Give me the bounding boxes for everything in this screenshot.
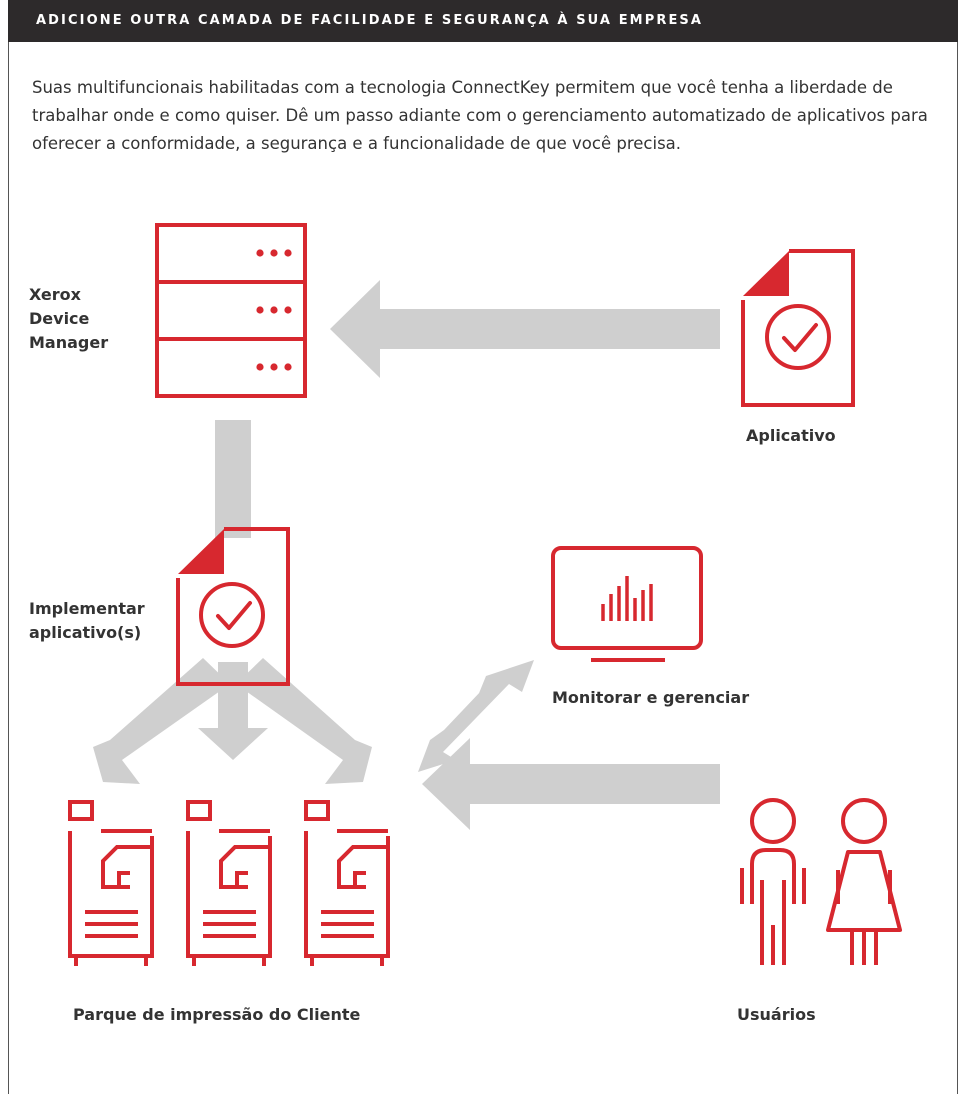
- intro-paragraph: Suas multifuncionais habilitadas com a t…: [32, 78, 928, 153]
- user-female-icon: [826, 798, 902, 965]
- arrow-monitor-fleet-bidirectional: [418, 660, 534, 772]
- fleet-label: Parque de impressão do Cliente: [73, 1005, 361, 1024]
- arrow-app-to-manager: [330, 280, 720, 378]
- arrow-deploy-to-fleet-right: [236, 658, 372, 784]
- user-male-icon: [740, 798, 806, 965]
- server-status-dots: [256, 249, 292, 371]
- page-frame: [8, 0, 958, 1094]
- arrow-users-to-fleet: [422, 738, 720, 830]
- users-label: Usuários: [737, 1005, 816, 1024]
- monitor-chart-icon: [551, 546, 703, 662]
- arrow-deploy-to-fleet-center: [198, 662, 268, 760]
- printer-icon: [68, 800, 154, 968]
- monitor-label: Monitorar e gerenciar: [552, 688, 750, 707]
- server-icon: [155, 223, 307, 398]
- app-label: Aplicativo: [746, 426, 836, 445]
- device-manager-label: Xerox Device Manager: [29, 285, 109, 352]
- printer-icon: [186, 800, 272, 968]
- connector-manager-to-deploy: [215, 420, 251, 538]
- document-check-icon: [741, 249, 855, 407]
- header-bar: ADICIONE OUTRA CAMADA DE FACILIDADE E SE…: [8, 0, 958, 42]
- deploy-label: Implementar aplicativo(s): [29, 599, 145, 642]
- document-check-icon: [176, 527, 290, 686]
- flow-arrows: [93, 280, 720, 830]
- arrow-deploy-to-fleet-left: [93, 658, 230, 784]
- printer-icon: [304, 800, 390, 968]
- page-title: ADICIONE OUTRA CAMADA DE FACILIDADE E SE…: [36, 13, 704, 28]
